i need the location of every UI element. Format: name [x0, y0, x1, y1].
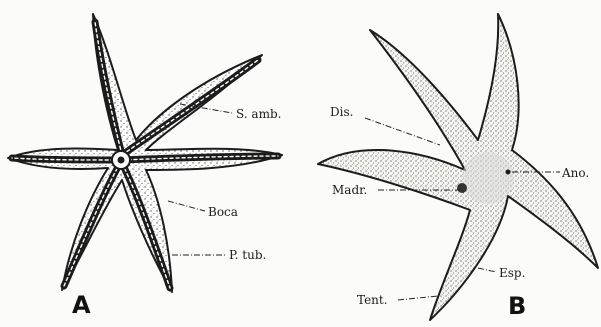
label-esp: Esp. — [499, 266, 525, 280]
label-dis: Dis. — [330, 105, 353, 119]
leader-esp — [478, 268, 496, 272]
leader-tent — [398, 296, 438, 300]
starfish-b-aboral-view: Dis. Madr. Ano. Esp. Tent. B — [318, 14, 598, 320]
label-madr: Madr. — [332, 183, 367, 197]
panel-letter-b: B — [508, 292, 526, 320]
panel-letter-a: A — [72, 291, 91, 319]
mouth — [112, 151, 130, 169]
starfish-a-oral-view: S. amb. Boca P. tub. A — [8, 14, 282, 319]
madreporite — [457, 183, 467, 193]
label-s-amb: S. amb. — [236, 107, 281, 121]
label-boca: Boca — [208, 205, 238, 219]
label-tent: Tent. — [357, 293, 388, 307]
leader-boca — [168, 201, 205, 211]
label-p-tub: P. tub. — [229, 248, 266, 262]
starfish-b-body — [318, 14, 598, 320]
leader-dis — [365, 118, 440, 145]
anus — [506, 170, 511, 175]
label-ano: Ano. — [561, 166, 589, 180]
